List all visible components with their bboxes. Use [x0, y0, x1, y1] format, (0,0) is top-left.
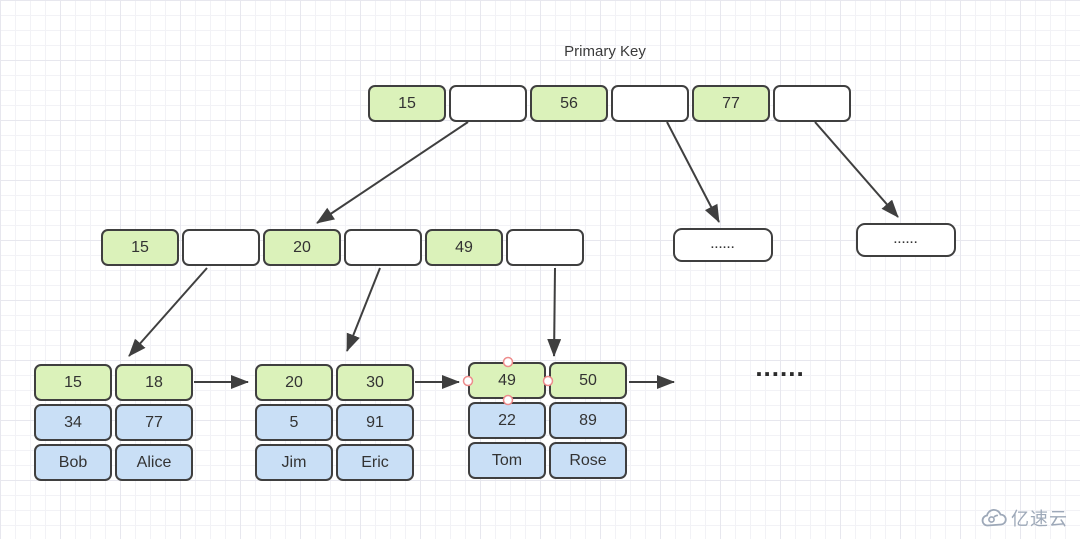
- leaf-value-cell[interactable]: Jim: [255, 444, 333, 481]
- root-key-cell[interactable]: 77: [692, 85, 770, 122]
- leaf-value-cell[interactable]: Tom: [468, 442, 546, 479]
- internal-key-cell[interactable]: 20: [263, 229, 341, 266]
- internal-pointer-cell[interactable]: [344, 229, 422, 266]
- leaf-key-cell[interactable]: 30: [336, 364, 414, 401]
- root-node[interactable]: 15 56 77: [368, 85, 851, 122]
- ellipsis-node[interactable]: ......: [673, 228, 773, 262]
- leaf-node-3[interactable]: 49 50 22 89 Tom Rose: [468, 362, 627, 479]
- leaf-value-cell[interactable]: 89: [549, 402, 627, 439]
- leaf-value-cell[interactable]: 77: [115, 404, 193, 441]
- leaf-key-cell[interactable]: 50: [549, 362, 627, 399]
- root-pointer-cell[interactable]: [611, 85, 689, 122]
- internal-node[interactable]: 15 20 49: [101, 229, 584, 266]
- root-pointer-cell[interactable]: [449, 85, 527, 122]
- leaf-node-2[interactable]: 20 30 5 91 Jim Eric: [255, 364, 414, 481]
- arrow-internal-to-leaf-2[interactable]: [346, 267, 381, 352]
- leaf-value-cell[interactable]: Rose: [549, 442, 627, 479]
- watermark: 亿速云: [981, 505, 1068, 531]
- arrow-root-to-ellipsis-1[interactable]: [666, 121, 720, 223]
- leaf-value-cell[interactable]: Bob: [34, 444, 112, 481]
- diagram-title: Primary Key: [564, 43, 646, 60]
- root-key-cell[interactable]: 15: [368, 85, 446, 122]
- leaf-value-cell[interactable]: 22: [468, 402, 546, 439]
- leaf-node-1[interactable]: 15 18 34 77 Bob Alice: [34, 364, 193, 481]
- ellipsis-node[interactable]: ......: [856, 223, 956, 257]
- watermark-brand-text: 亿速云: [1011, 509, 1068, 529]
- leaf-key-cell[interactable]: 15: [34, 364, 112, 401]
- arrow-root-to-ellipsis-2[interactable]: [814, 121, 899, 218]
- leaf-value-cell[interactable]: 91: [336, 404, 414, 441]
- root-key-cell[interactable]: 56: [530, 85, 608, 122]
- leaf-key-cell[interactable]: 20: [255, 364, 333, 401]
- root-pointer-cell[interactable]: [773, 85, 851, 122]
- leaf-value-cell[interactable]: 5: [255, 404, 333, 441]
- leaf-value-cell[interactable]: Alice: [115, 444, 193, 481]
- internal-pointer-cell[interactable]: [182, 229, 260, 266]
- leaf-value-cell[interactable]: Eric: [336, 444, 414, 481]
- arrow-internal-to-leaf-1[interactable]: [128, 267, 208, 357]
- internal-key-cell[interactable]: 49: [425, 229, 503, 266]
- internal-pointer-cell[interactable]: [506, 229, 584, 266]
- leaf-value-cell[interactable]: 34: [34, 404, 112, 441]
- arrow-root-to-internal[interactable]: [316, 121, 469, 224]
- leaf-ellipsis-dots: ......: [755, 352, 805, 382]
- leaf-key-cell-selected[interactable]: 49: [468, 362, 546, 399]
- internal-key-cell[interactable]: 15: [101, 229, 179, 266]
- leaf-key-cell[interactable]: 18: [115, 364, 193, 401]
- yisu-cloud-logo-icon: [981, 508, 1007, 527]
- arrow-internal-to-leaf-3[interactable]: [547, 267, 562, 357]
